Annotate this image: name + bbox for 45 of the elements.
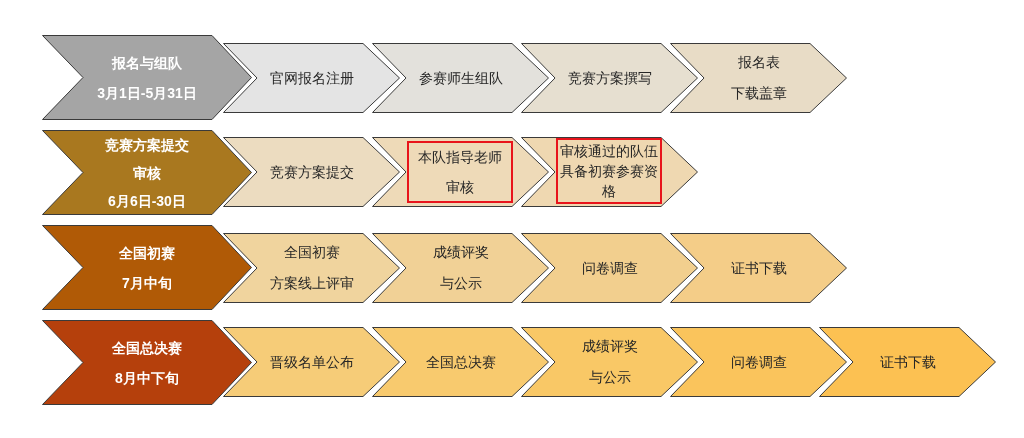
process-step <box>372 43 549 113</box>
step-label: 全国总决赛 <box>425 352 496 372</box>
stage-block <box>42 320 252 405</box>
process-step <box>372 137 549 207</box>
step-label: 证书下载 <box>879 352 936 372</box>
step-label: 问卷调查 <box>730 352 787 372</box>
process-step <box>670 233 847 303</box>
stage-title: 全国初赛 <box>119 243 175 263</box>
stage-block <box>42 35 252 120</box>
stage-block <box>42 130 252 215</box>
step-label: 本队指导老师审核 <box>418 148 502 197</box>
process-step <box>223 327 400 397</box>
stage-block <box>42 225 252 310</box>
stage-date: 8月中下旬 <box>115 368 179 388</box>
process-step <box>223 233 400 303</box>
process-step <box>372 327 549 397</box>
process-step <box>223 137 400 207</box>
process-step <box>223 43 400 113</box>
stage-title: 竞赛方案提交审核 <box>105 135 189 183</box>
step-label: 竞赛方案提交 <box>269 162 354 182</box>
process-step <box>521 327 698 397</box>
stage-date: 3月1日-5月31日 <box>97 83 197 103</box>
process-step <box>521 43 698 113</box>
process-step <box>819 327 996 397</box>
step-label: 成绩评奖与公示 <box>432 243 489 293</box>
process-step <box>670 43 847 113</box>
stage-date: 7月中旬 <box>122 273 172 293</box>
highlight-box <box>407 141 513 203</box>
step-label: 晋级名单公布 <box>269 352 354 372</box>
stage-title: 报名与组队 <box>112 53 182 73</box>
stage-date: 6月6日-30日 <box>108 191 186 211</box>
step-label: 成绩评奖与公示 <box>581 337 638 387</box>
process-step <box>372 233 549 303</box>
step-label: 报名表下载盖章 <box>730 53 787 103</box>
step-label: 竞赛方案撰写 <box>567 68 652 88</box>
process-step <box>521 233 698 303</box>
process-step <box>521 137 698 207</box>
step-label: 官网报名注册 <box>269 68 354 88</box>
step-label: 审核通过的队伍具备初赛参赛资格 <box>560 142 658 201</box>
process-step <box>670 327 847 397</box>
step-label: 全国初赛方案线上评审 <box>269 243 354 293</box>
step-label: 问卷调查 <box>581 258 638 278</box>
step-label: 证书下载 <box>730 258 787 278</box>
step-label: 参赛师生组队 <box>418 68 503 88</box>
stage-title: 全国总决赛 <box>112 338 182 358</box>
